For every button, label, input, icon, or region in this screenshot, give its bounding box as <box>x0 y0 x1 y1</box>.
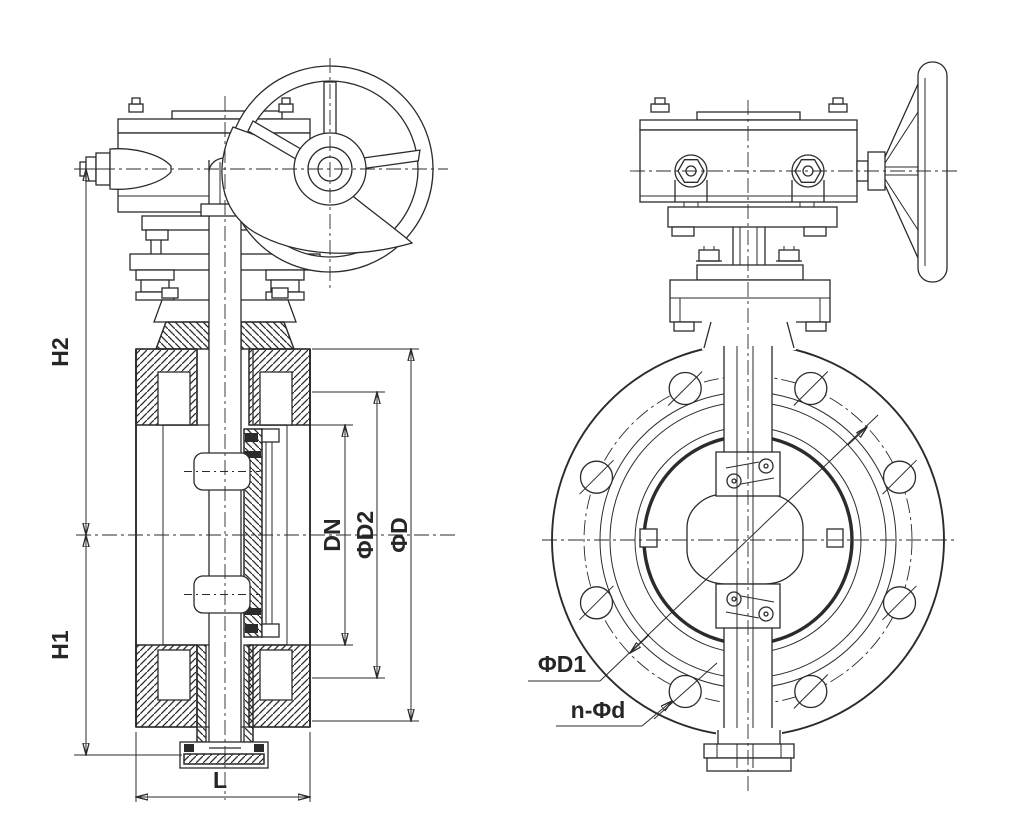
body-neck <box>702 318 796 350</box>
left-view: H2 H1 L DN ΦD2 ΦD <box>47 58 458 802</box>
stud-nut-stack <box>135 269 305 301</box>
valve-body-section <box>135 348 311 743</box>
disc-hub-front <box>639 346 844 765</box>
dim-label-d1: ΦD1 <box>538 651 586 677</box>
centerlines-right <box>542 100 958 795</box>
right-view: ΦD1 n-Φd <box>528 61 958 795</box>
dim-label-h2: H2 <box>47 337 73 366</box>
centerlines-left <box>74 58 458 800</box>
dim-label-d2: ΦD2 <box>352 511 378 559</box>
dim-label-dn: DN <box>319 518 345 551</box>
dim-label-l: L <box>213 767 227 793</box>
dimensions-right: ΦD1 n-Φd <box>528 414 879 727</box>
bottom-cover <box>179 741 269 769</box>
disc-assembly <box>184 428 280 638</box>
bottom-foot <box>703 728 795 772</box>
bracket-front <box>667 206 838 332</box>
dim-label-h1: H1 <box>47 630 73 660</box>
handwheel-side <box>856 61 948 283</box>
bolt-holes <box>579 371 917 720</box>
cover-bolt-icon <box>128 97 294 113</box>
gearbox-front <box>639 97 858 207</box>
dim-label-d: ΦD <box>386 517 412 553</box>
dim-label-nd: n-Φd <box>571 697 626 723</box>
dimensions-left: H2 H1 L DN ΦD2 ΦD <box>47 169 419 802</box>
